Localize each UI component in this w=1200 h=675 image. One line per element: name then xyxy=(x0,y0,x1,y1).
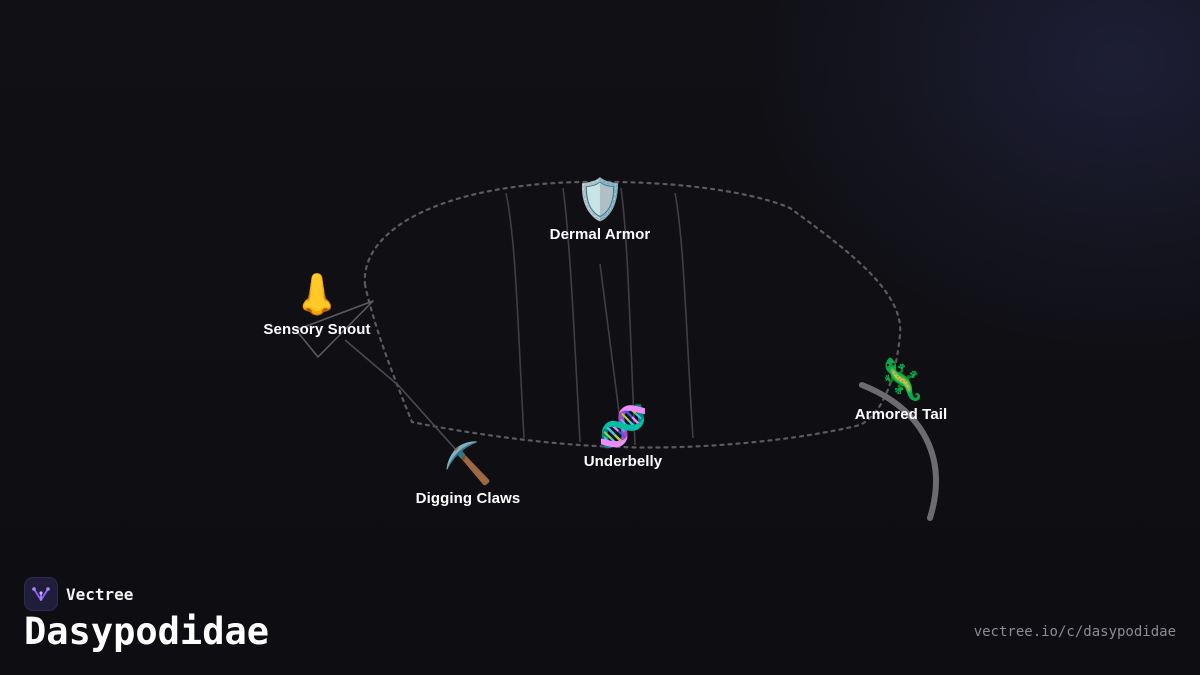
page-url[interactable]: vectree.io/c/dasypodidae xyxy=(973,624,1176,640)
armor-band-line xyxy=(620,187,636,446)
body-outline xyxy=(363,180,902,449)
pick-icon: ⛏️ xyxy=(443,441,493,487)
armor-band-line xyxy=(505,192,525,439)
leg-line xyxy=(344,339,459,453)
dna-icon: 🧬 xyxy=(598,404,648,450)
node-dermal-armor[interactable]: 🛡️ Dermal Armor xyxy=(550,176,651,243)
lizard-icon: 🦎 xyxy=(876,357,926,403)
armor-band-line xyxy=(674,192,694,439)
node-label: Digging Claws xyxy=(415,490,521,507)
page-title: Dasypodidae xyxy=(24,610,270,653)
connector-line xyxy=(599,263,621,421)
armor-band-line xyxy=(562,187,581,443)
node-label: Dermal Armor xyxy=(549,226,651,243)
brand[interactable]: Vectree xyxy=(24,577,133,611)
node-label: Sensory Snout xyxy=(263,321,371,338)
node-underbelly[interactable]: 🧬 Underbelly xyxy=(584,403,663,470)
node-sensory-snout[interactable]: 👃 Sensory Snout xyxy=(263,271,370,338)
tail-shape xyxy=(859,382,939,521)
node-digging-claws[interactable]: ⛏️ Digging Claws xyxy=(416,440,521,507)
node-armored-tail[interactable]: 🦎 Armored Tail xyxy=(855,356,948,423)
vectree-logo-icon xyxy=(24,577,58,611)
node-label: Underbelly xyxy=(583,453,663,470)
node-label: Armored Tail xyxy=(854,406,948,423)
shield-icon: 🛡️ xyxy=(575,177,625,223)
snout-shape xyxy=(295,300,374,358)
brand-name: Vectree xyxy=(66,584,134,604)
nose-icon: 👃 xyxy=(292,272,342,318)
